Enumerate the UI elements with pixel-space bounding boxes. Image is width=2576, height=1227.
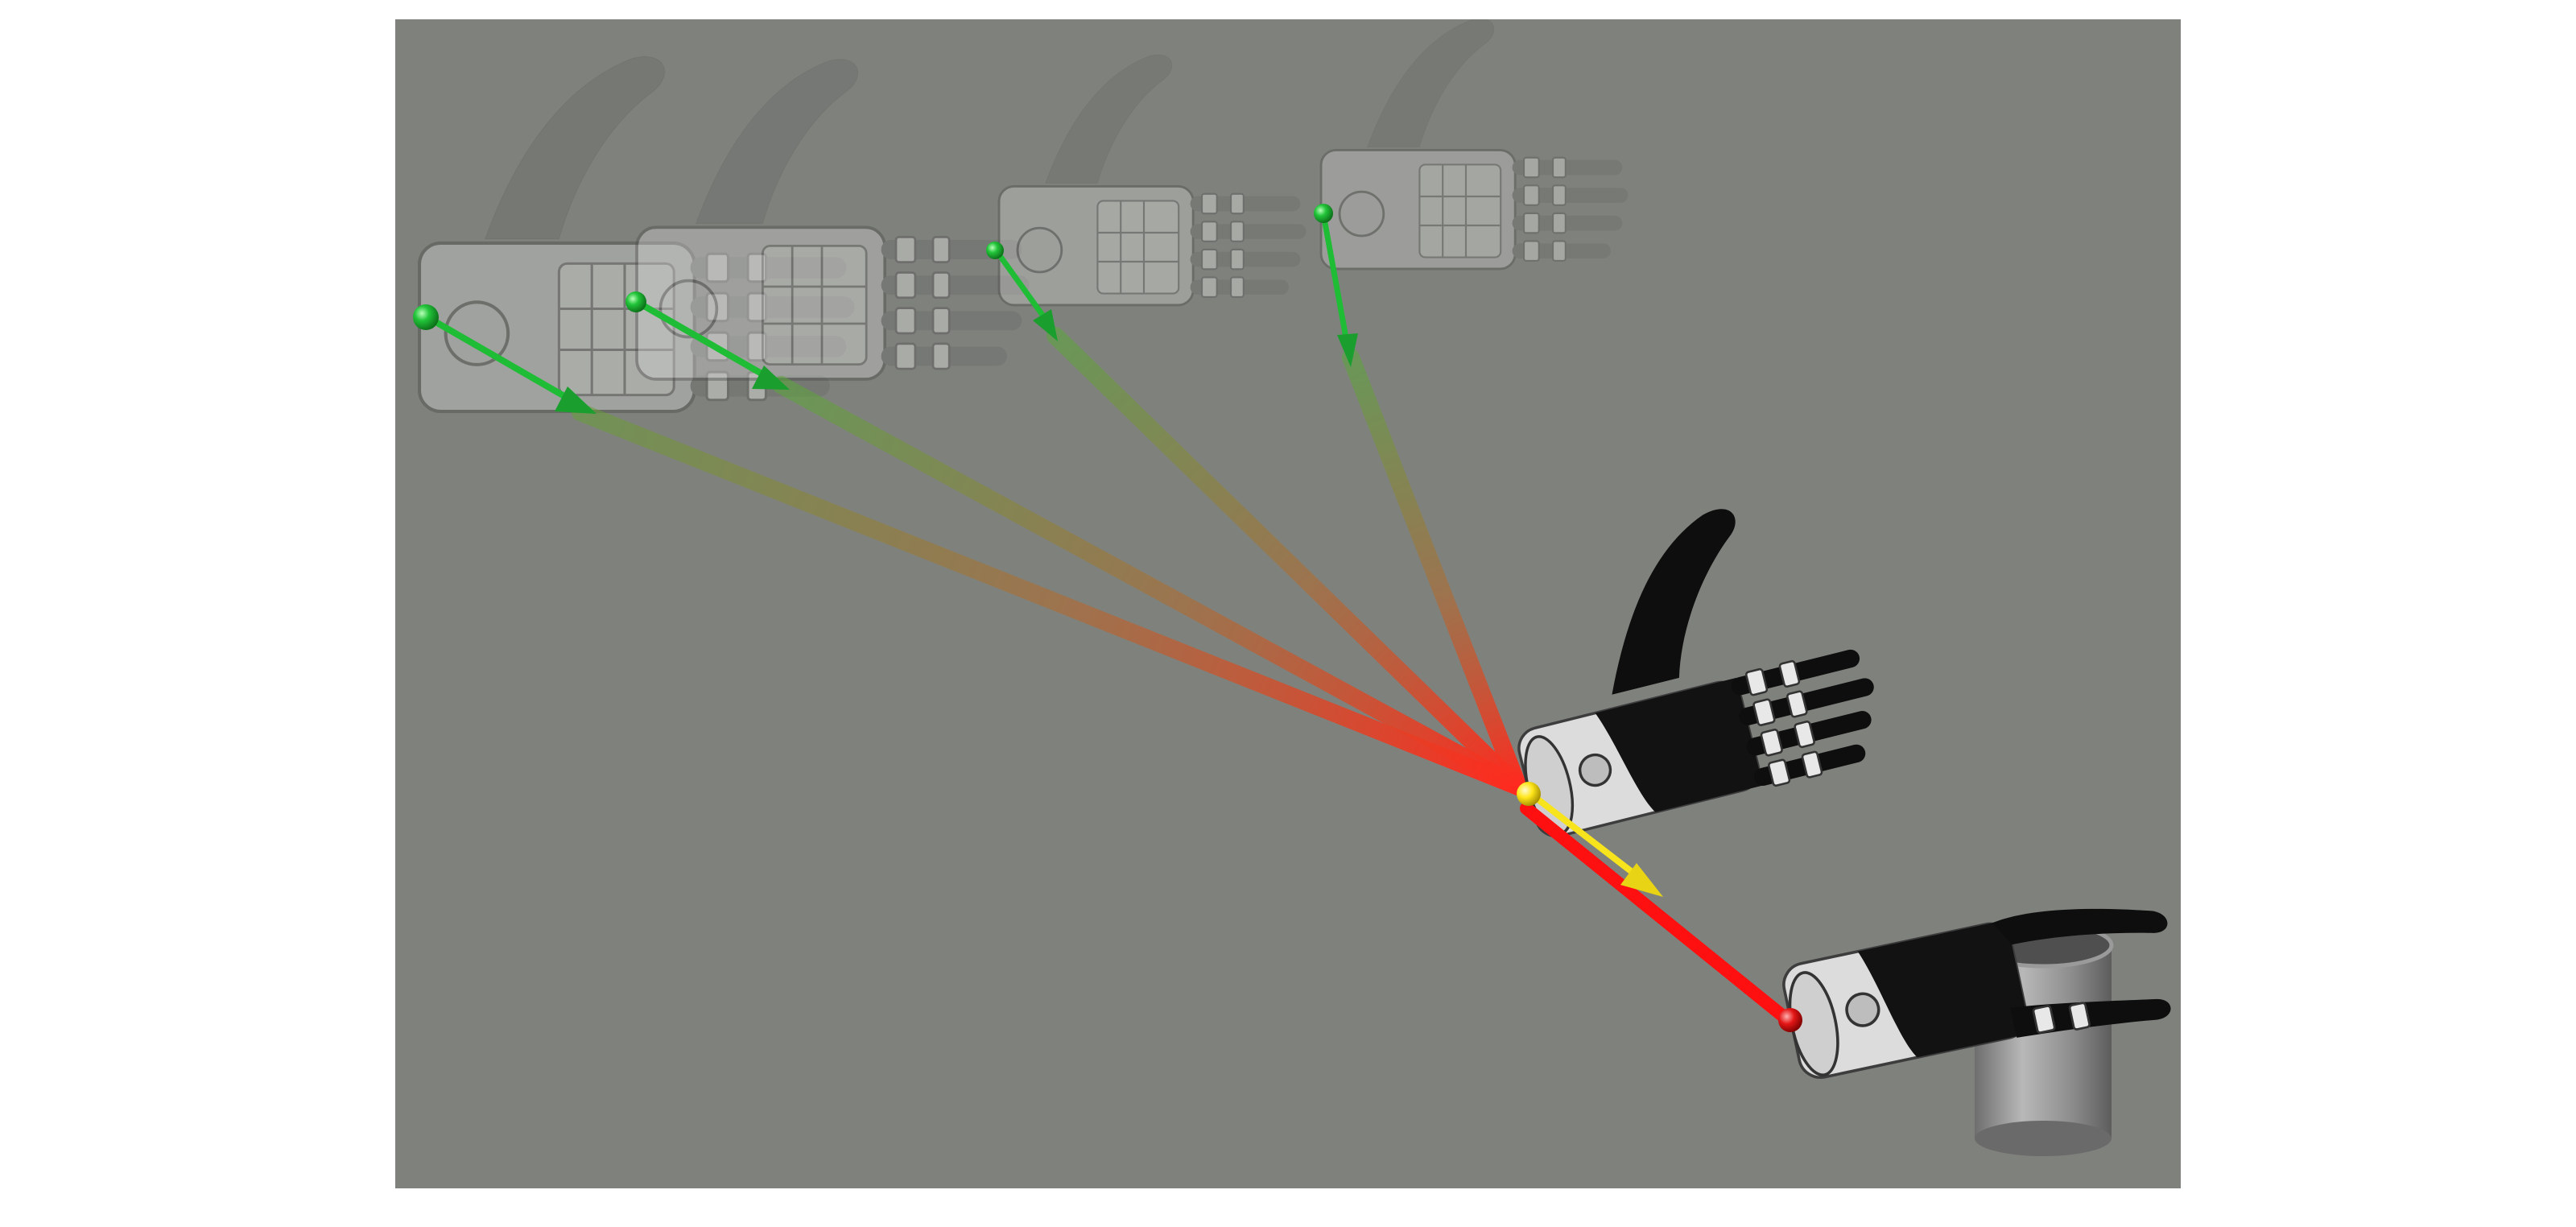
robot-hand-icon	[1517, 509, 1874, 838]
arrow-marker-icon	[993, 248, 1058, 341]
trajectory-path-4	[1342, 349, 1527, 795]
sphere-marker-icon	[986, 242, 1004, 259]
arrow-marker-icon	[635, 300, 790, 390]
trajectory-paths	[572, 327, 1527, 795]
sphere-marker-icon	[625, 291, 646, 312]
robot-hand-icon	[1782, 908, 2171, 1080]
approach-arrows	[413, 204, 1358, 414]
trajectory-path-2	[772, 376, 1527, 795]
ghost-hand-3	[997, 53, 1308, 307]
render-viewport	[395, 19, 2181, 1188]
grasp-hand	[1778, 908, 2171, 1080]
final-path	[1520, 802, 1794, 1027]
arrow-marker-icon	[424, 314, 597, 414]
arrow-marker-icon	[1320, 211, 1358, 367]
final-approach	[1517, 782, 1794, 1027]
trajectory-path-3	[1046, 327, 1527, 795]
sphere-marker-icon	[1778, 1008, 1802, 1032]
arrow-marker-icon	[1525, 789, 1663, 897]
pregrasp-hand	[1517, 509, 1874, 838]
sphere-marker-icon	[1517, 782, 1541, 806]
ghost-hand-4	[1319, 19, 1630, 271]
trajectory-path-1	[572, 403, 1527, 795]
sphere-marker-icon	[1314, 204, 1333, 223]
grasp-trajectory-scene	[413, 19, 2171, 1156]
ghost-hand-2	[635, 57, 1031, 381]
sphere-marker-icon	[413, 304, 439, 330]
